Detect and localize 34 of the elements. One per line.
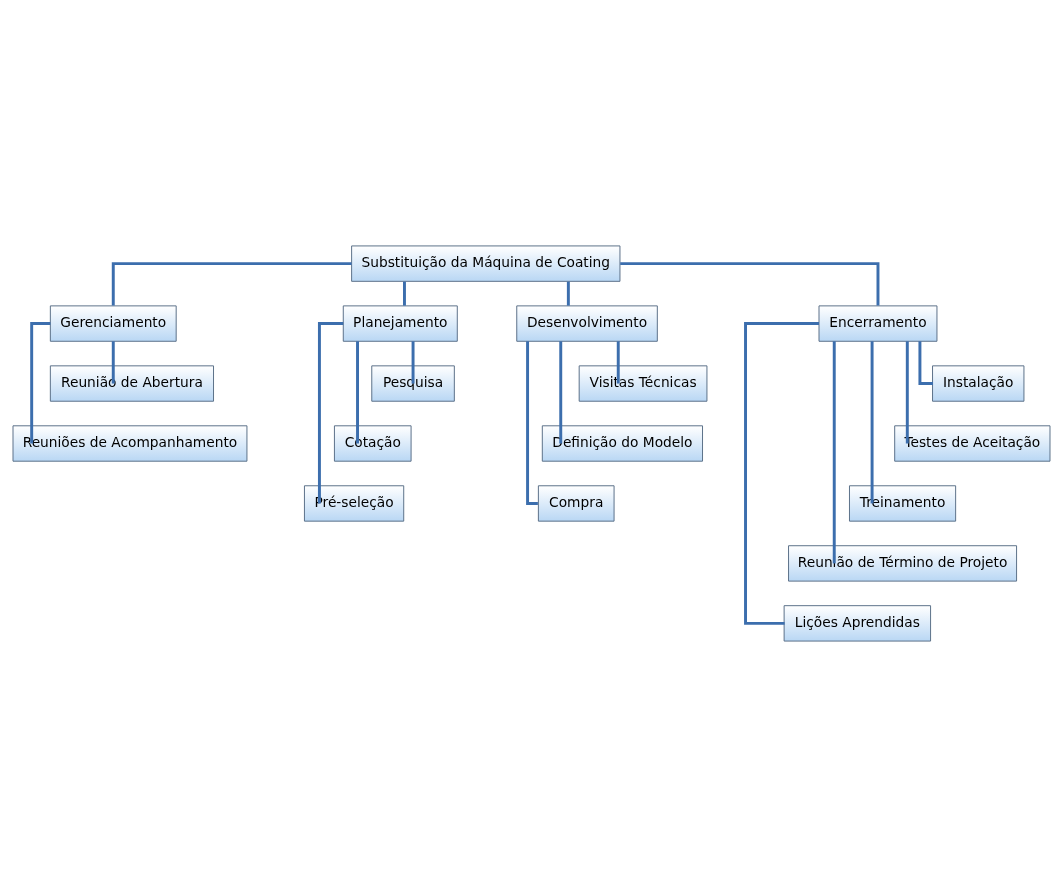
node-box: Cotação (333, 424, 412, 462)
connector (559, 340, 563, 443)
connector (111, 261, 352, 306)
node-box: Treinamento (849, 484, 957, 522)
connector (870, 340, 874, 503)
node-box: Instalação (932, 364, 1025, 402)
connector (905, 340, 909, 443)
connector (566, 281, 570, 306)
node-box: Substituição da Máquina de Coating (351, 244, 621, 282)
connector (832, 340, 836, 563)
connector (411, 340, 415, 384)
connector (744, 321, 819, 625)
node-box: Reunião de Abertura (49, 364, 214, 402)
node-box: Reuniões de Acompanhamento (12, 424, 248, 462)
connector (616, 340, 620, 384)
connector (918, 340, 934, 385)
connector (620, 261, 880, 306)
node-box: Pesquisa (371, 364, 455, 402)
node-box: Planejamento (342, 304, 458, 342)
node-box: Pré-seleção (303, 484, 405, 522)
node-box: Reunião de Término de Projeto (788, 544, 1018, 582)
node-box: Encerramento (818, 304, 938, 342)
node-box: Testes de Aceitação (894, 424, 1051, 462)
connector (317, 321, 344, 503)
node-box: Definição do Modelo (541, 424, 703, 462)
connector (111, 340, 115, 384)
connector (526, 340, 538, 505)
node-box: Desenvolvimento (516, 304, 658, 342)
connector (356, 340, 359, 443)
node-box: Compra (537, 484, 615, 522)
node-box: Lições Aprendidas (783, 604, 932, 642)
node-box: Visitas Técnicas (578, 364, 708, 402)
connector (403, 281, 406, 306)
node-box: Gerenciamento (49, 304, 177, 342)
